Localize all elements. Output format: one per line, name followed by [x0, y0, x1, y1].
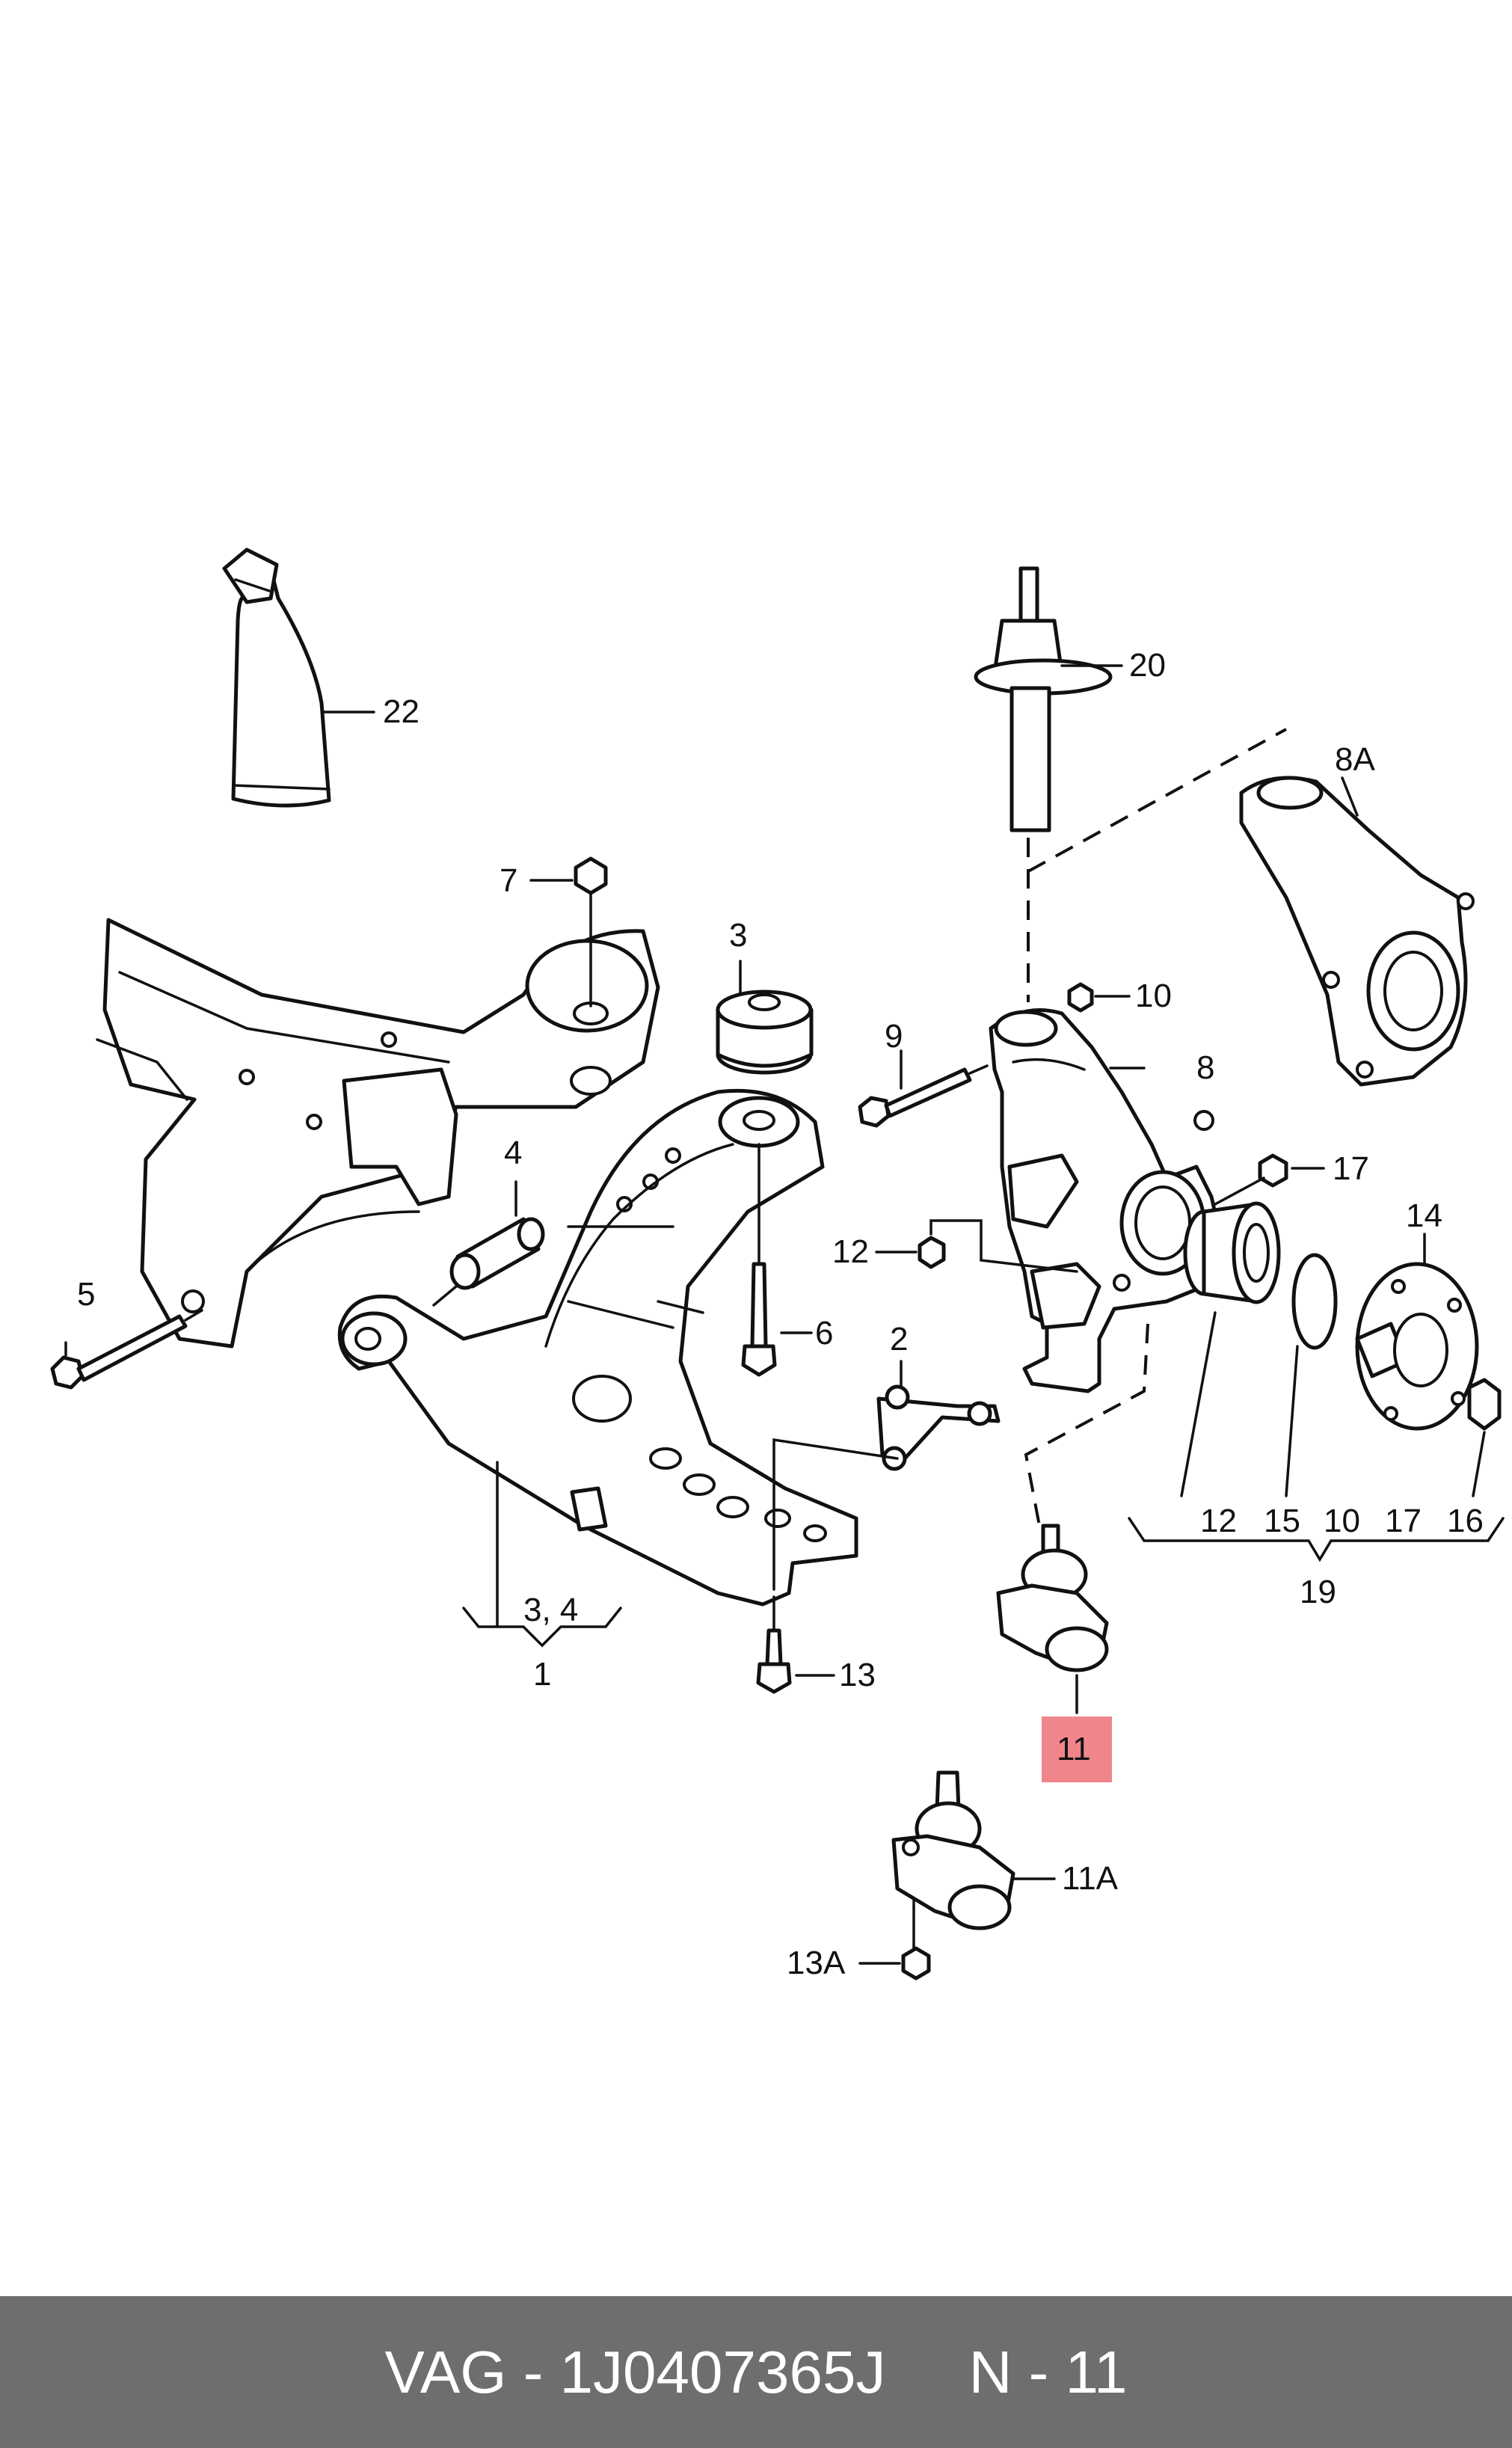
callout-1: 1 — [533, 1656, 551, 1693]
steering-knuckle-8-part — [989, 1008, 1220, 1393]
callout-b16: 16 — [1447, 1503, 1484, 1539]
callout-6: 6 — [815, 1315, 833, 1352]
bush-3-part — [716, 960, 814, 1075]
callout-22: 22 — [383, 693, 420, 730]
callout-3-4: 3, 4 — [523, 1592, 578, 1628]
nut-10-part — [1067, 982, 1131, 1013]
callout-19: 19 — [1300, 1574, 1336, 1610]
brace-1 — [462, 1607, 622, 1648]
callout-11a: 11A — [1062, 1860, 1119, 1897]
steering-knuckle-8a-part — [1239, 776, 1475, 1087]
callout-4: 4 — [504, 1135, 522, 1171]
circlip-15-part — [1285, 1253, 1338, 1497]
bracket-2-part — [876, 1360, 1001, 1471]
strut-part — [974, 566, 1123, 832]
hub-nut-16-part — [1467, 1378, 1502, 1497]
nut-13a-part — [858, 1946, 931, 1981]
exploded-suspension-diagram: 22 20 8A — [50, 547, 1505, 1981]
part-number-caption: VAG - 1J0407365J N - 11 — [384, 2338, 1128, 2405]
callout-3: 3 — [729, 917, 747, 954]
bolt-6-part — [741, 1143, 813, 1377]
callout-5: 5 — [77, 1276, 95, 1313]
wheel-bearing-part — [1180, 1201, 1281, 1497]
callout-b17: 17 — [1385, 1503, 1422, 1539]
wheel-hub-14-part — [1355, 1233, 1479, 1431]
subframe-part — [96, 918, 660, 1349]
nut-17-part — [1214, 1153, 1325, 1206]
callout-8a: 8A — [1335, 741, 1375, 778]
callout-20: 20 — [1129, 647, 1166, 684]
callout-10: 10 — [1135, 978, 1172, 1014]
nut-12-part — [875, 1219, 1078, 1273]
callout-12: 12 — [832, 1233, 869, 1270]
callout-8: 8 — [1196, 1049, 1214, 1086]
sleeve-4-part — [432, 1180, 545, 1307]
callout-14: 14 — [1406, 1197, 1442, 1234]
brace-19 — [1128, 1517, 1505, 1562]
callout-9: 9 — [885, 1018, 903, 1055]
callout-2: 2 — [890, 1321, 908, 1358]
callout-11-highlight — [1042, 1717, 1112, 1782]
callout-13: 13 — [839, 1657, 876, 1693]
callout-11: 11 — [1057, 1731, 1091, 1767]
callout-17: 17 — [1333, 1150, 1369, 1187]
nut-7-part — [529, 856, 608, 1007]
callout-b12: 12 — [1200, 1503, 1237, 1539]
footer-bar: VAG - 1J0407365J N - 11 — [0, 2296, 1512, 2448]
callout-b15: 15 — [1264, 1503, 1300, 1539]
grease-tube-part — [222, 547, 375, 808]
ball-joint-11-part — [996, 1524, 1109, 1714]
bolt-13-part — [756, 1438, 899, 1694]
leader-knuckle-balljoint — [1024, 1323, 1149, 1527]
bolt-5-part — [50, 1309, 203, 1390]
callout-b10: 10 — [1324, 1503, 1360, 1539]
ball-joint-11a-part — [891, 1770, 1056, 1954]
callout-7: 7 — [500, 862, 517, 899]
bolt-9-part — [858, 1049, 989, 1128]
control-arm-part — [337, 1088, 858, 1628]
leader-strut-8a — [1027, 728, 1287, 873]
callout-13a: 13A — [787, 1945, 846, 1981]
